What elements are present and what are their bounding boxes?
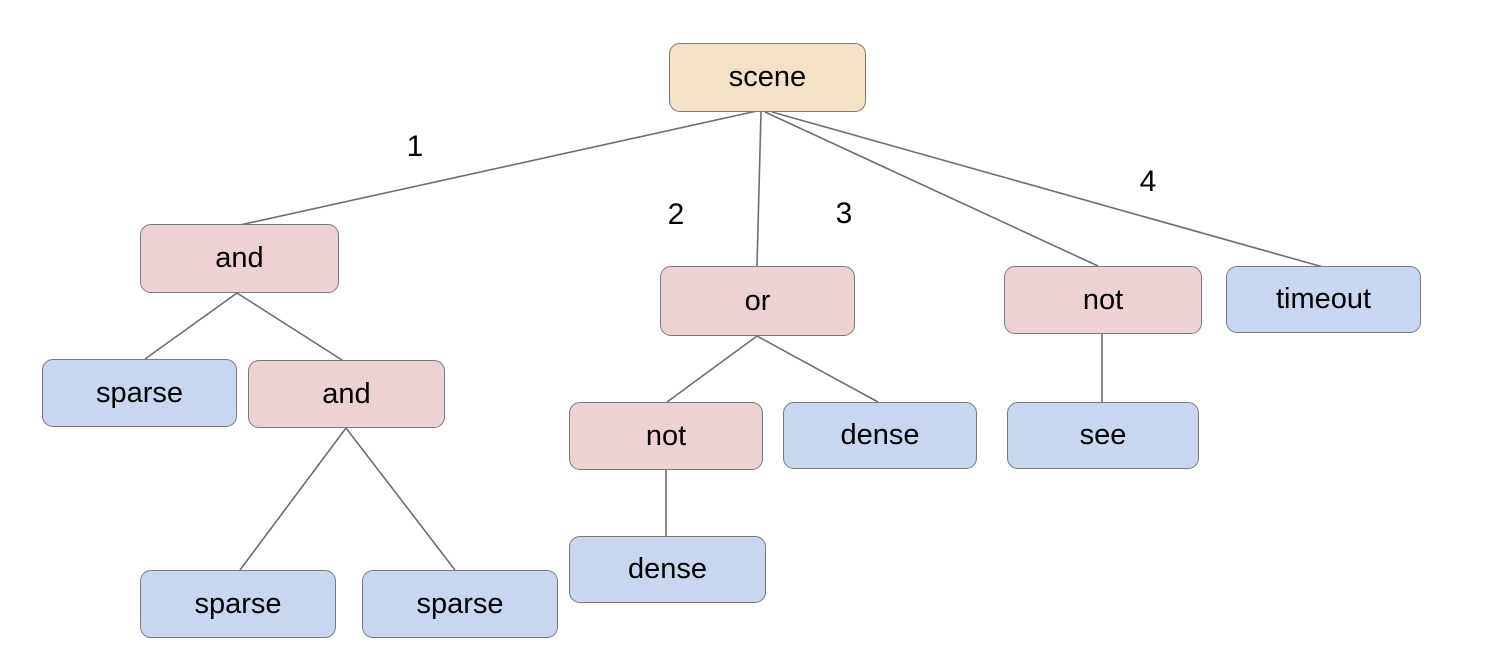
tree-node-not-2: not <box>1004 266 1202 334</box>
node-label-sparse-1: sparse <box>95 376 184 409</box>
node-label-and-2: and <box>322 377 371 410</box>
node-label-not-2: not <box>1082 283 1124 316</box>
edge-scene-or <box>756 111 762 267</box>
node-label-timeout: timeout <box>1275 283 1372 315</box>
tree-node-and-2: and <box>248 360 445 428</box>
tree-node-sparse-3: sparse <box>362 570 558 638</box>
edge-scene-not2 <box>764 111 1099 267</box>
node-label-and-1: and <box>215 242 264 274</box>
tree-node-sparse-2: sparse <box>140 570 336 638</box>
tree-node-not-1: not <box>569 402 763 470</box>
node-label-sparse-2: sparse <box>194 587 282 620</box>
edge-label-1: 1 <box>406 130 424 163</box>
edge-label-3: 3 <box>835 197 853 230</box>
node-label-see: see <box>1079 419 1127 451</box>
edge-or-dense1 <box>756 335 879 403</box>
tree-node-timeout: timeout <box>1226 266 1421 333</box>
edge-scene-and1 <box>239 110 758 226</box>
edge-and1-and2 <box>236 292 343 361</box>
edge-and2-sparse3 <box>345 427 456 571</box>
tree-node-see: see <box>1007 402 1199 469</box>
tree-node-and-1: and <box>140 224 339 293</box>
node-label-dense-2: dense <box>627 553 707 585</box>
tree-node-scene: scene <box>669 43 866 112</box>
node-label-scene: scene <box>728 61 807 93</box>
node-label-sparse-3: sparse <box>416 587 504 620</box>
tree-node-dense-1: dense <box>783 402 977 469</box>
node-label-or: or <box>744 284 771 317</box>
node-label-not-1: not <box>645 419 687 452</box>
edge-scene-timeout <box>771 111 1324 268</box>
edge-and2-sparse2 <box>239 427 347 571</box>
node-label-dense-1: dense <box>840 419 920 451</box>
tree-node-dense-2: dense <box>569 536 766 603</box>
edge-and1-sparse1 <box>144 292 238 360</box>
tree-node-sparse-1: sparse <box>42 359 237 427</box>
edge-label-4: 4 <box>1139 165 1157 198</box>
edge-or-not1 <box>666 335 758 403</box>
edge-label-2: 2 <box>667 198 685 231</box>
tree-node-or: or <box>660 266 855 336</box>
